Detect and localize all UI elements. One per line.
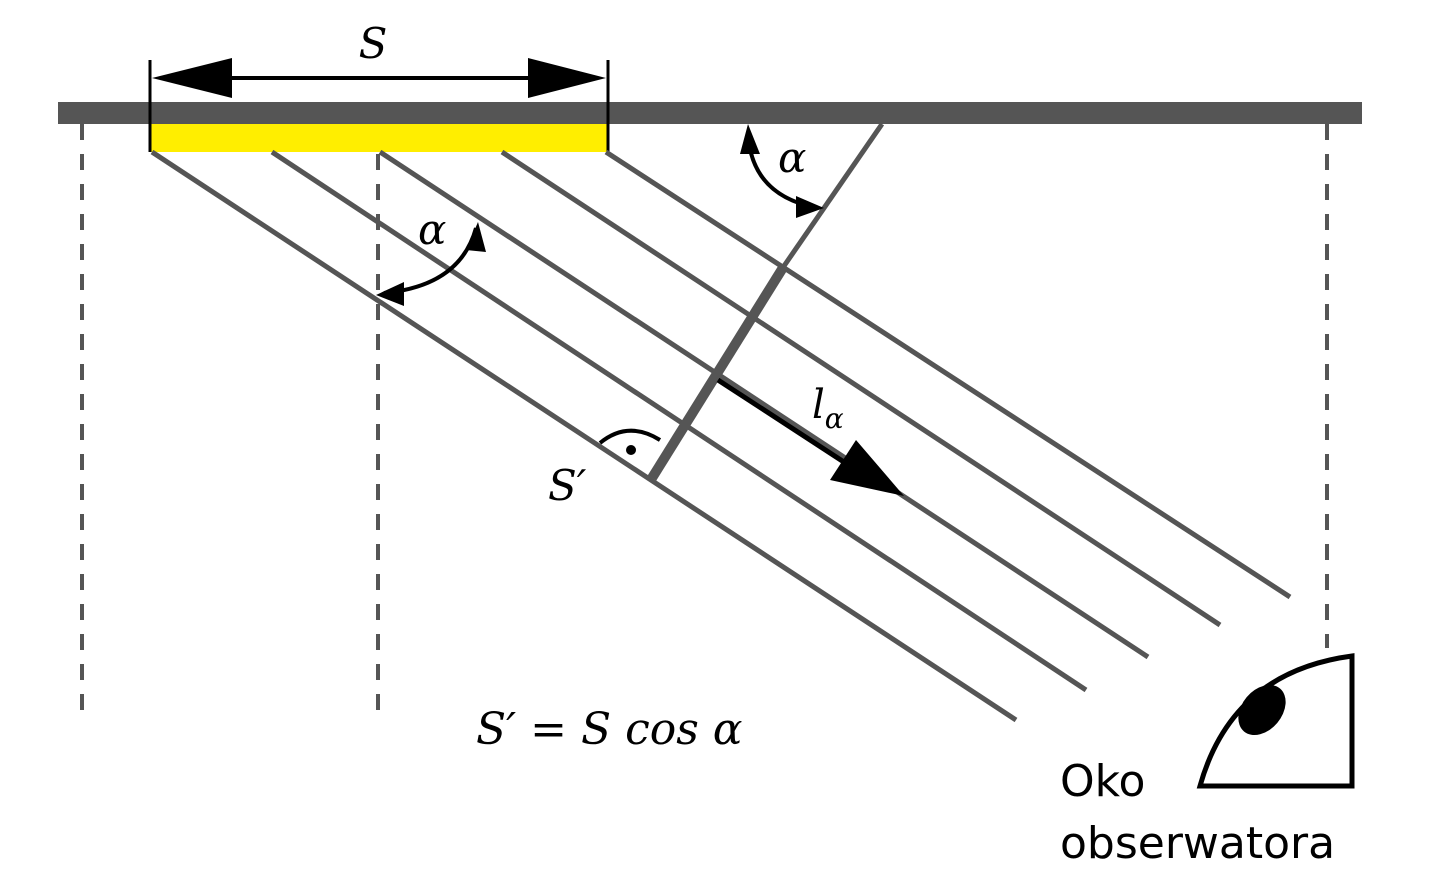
projected-area-label: S′ [548, 461, 587, 510]
projection-line [647, 122, 885, 481]
observer-label-line1: Oko [1060, 756, 1145, 807]
width-dimension [148, 58, 610, 152]
eye-icon [1196, 653, 1355, 789]
angle-arrowhead-top-end [796, 196, 824, 218]
ray-4 [500, 149, 1222, 628]
angle-label-left: α [418, 205, 446, 254]
width-arrowhead-right [528, 58, 606, 98]
ray-1 [150, 149, 1018, 723]
emitting-area [150, 124, 608, 152]
angle-label-top: α [778, 133, 806, 182]
eye-pupil [1238, 684, 1286, 736]
ray-3 [378, 149, 1150, 660]
right-angle-marker [598, 428, 662, 445]
projected-area-segment [647, 263, 789, 481]
right-angle-dot [626, 445, 636, 455]
angle-arrowhead-left-end [466, 222, 486, 252]
path-length-label: lα [812, 382, 844, 435]
width-arrowhead-left [152, 58, 232, 98]
dashed-reference-lines [80, 124, 1329, 710]
ray-2 [270, 149, 1088, 693]
path-length-arrow-shaft [716, 377, 852, 469]
projection-line-thin [781, 122, 885, 268]
surface-bar [58, 102, 1362, 124]
path-length-arrowhead [830, 440, 904, 496]
formula: S′ = S cos α [476, 704, 743, 755]
path-length-subscript: α [825, 402, 844, 435]
surface-width-label: S [359, 19, 388, 68]
emitted-rays [150, 149, 1292, 723]
ray-5 [604, 149, 1292, 600]
path-length-symbol: l [812, 382, 825, 428]
angle-arrowhead-left-start [376, 282, 404, 306]
observer-label-line2: obserwatora [1060, 818, 1335, 869]
angle-arrowhead-top-start [740, 124, 760, 154]
